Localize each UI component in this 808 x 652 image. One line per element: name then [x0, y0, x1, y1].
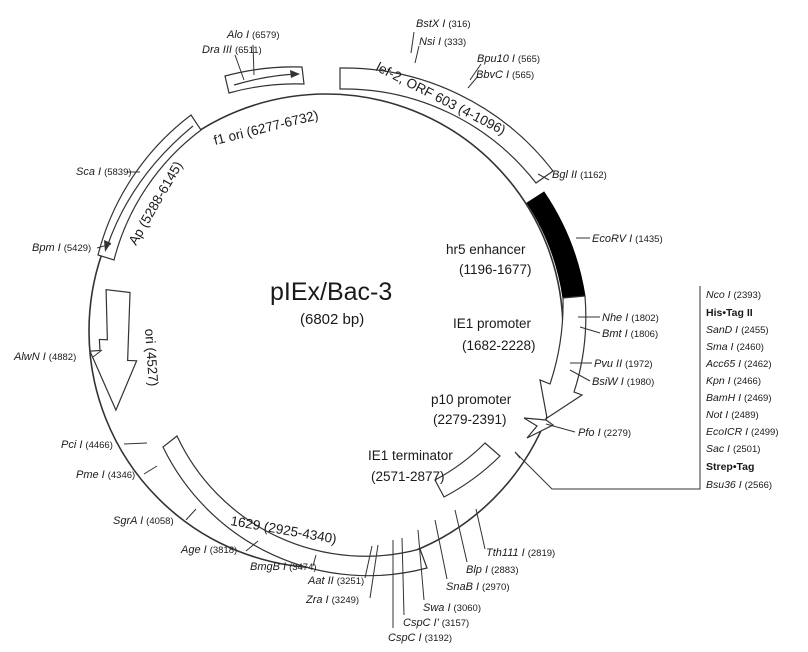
mcs-bracket-stub: [514, 451, 521, 459]
plasmid-size: (6802 bp): [300, 311, 364, 328]
mcs-ecoicr: EcoICR I(2499): [706, 426, 778, 438]
site-pme: Pme I(4346): [76, 469, 135, 481]
ap-box: [97, 114, 202, 261]
mcs-sand: SanD I(2455): [706, 324, 769, 336]
ie1t-range-label: (2571-2877): [371, 469, 445, 484]
site-age: Age I(3818): [180, 544, 237, 556]
site-snab: SnaB I(2970): [446, 581, 510, 593]
site-labels: BstX I(316) Nsi I(333) Bpu10 I(565) BbvC…: [13, 18, 663, 644]
site-pfo: Pfo I(2279): [578, 427, 631, 439]
f1-ori-box: [224, 66, 305, 94]
p10-name-label: p10 promoter: [431, 392, 512, 407]
site-bmt: Bmt I(1806): [602, 328, 658, 340]
mcs-streptag: Strep•Tag: [706, 461, 754, 473]
site-aatii: Aat II(3251): [307, 575, 364, 587]
site-sgra: SgrA I(4058): [113, 515, 174, 527]
site-sca: Sca I(5839): [76, 166, 132, 178]
p10-promoter-arrow: [523, 417, 555, 439]
orf1629-box: [162, 435, 428, 577]
mcs-not: Not I(2489): [706, 409, 759, 421]
mcs-list: Nco I(2393) His•Tag II SanD I(2455) Sma …: [705, 289, 778, 491]
lef2-orf603-box: [339, 67, 554, 184]
ie1t-name-label: IE1 terminator: [368, 448, 453, 463]
site-blp: Blp I(2883): [466, 564, 518, 576]
site-bmgb: BmgB I(3474): [250, 561, 317, 573]
site-bbvc: BbvC I(565): [476, 69, 534, 81]
ori-arrow: [89, 288, 138, 412]
site-bglii: Bgl II(1162): [552, 169, 607, 181]
ie1p-range-label: (1682-2228): [462, 338, 536, 353]
hr5-enhancer-block: [526, 191, 586, 299]
mcs-bamh: BamH I(2469): [706, 392, 771, 404]
site-tick-lines: [92, 31, 601, 628]
ie1-promoter-arrow: [539, 295, 587, 419]
site-bstx: BstX I(316): [416, 18, 471, 30]
site-bsiw: BsiW I(1980): [592, 376, 654, 388]
mcs-histag: His•Tag II: [706, 307, 753, 319]
site-zra: Zra I(3249): [305, 594, 359, 606]
mcs-acc65: Acc65 I(2462): [705, 358, 772, 370]
site-bpm: Bpm I(5429): [32, 242, 91, 254]
ap-arrow: [106, 125, 194, 248]
mcs-kpn: Kpn I(2466): [706, 375, 761, 387]
mcs-sma: Sma I(2460): [706, 341, 764, 353]
ori-label: ori (4527): [142, 328, 161, 387]
site-bpu10: Bpu10 I(565): [477, 53, 540, 65]
ie1p-name-label: IE1 promoter: [453, 316, 532, 331]
site-cspc: CspC I(3192): [388, 632, 452, 644]
mcs-bracket: [514, 286, 701, 490]
site-draiii: Dra III(6511): [202, 44, 262, 56]
ap-arrowhead: [104, 240, 111, 252]
hr5-range-label: (1196-1677): [459, 262, 532, 277]
site-nhe: Nhe I(1802): [602, 312, 659, 324]
site-pci: Pci I(4466): [61, 439, 113, 451]
ie1-terminator-box: [434, 442, 501, 498]
site-tth111: Tth111 I(2819): [486, 547, 555, 559]
site-nsi: Nsi I(333): [419, 36, 466, 48]
mcs-sac: Sac I(2501): [706, 443, 760, 455]
site-alwn: AlwN I(4882): [13, 351, 76, 363]
hr5-name-label: hr5 enhancer: [446, 242, 526, 257]
f1-ori-arrowhead: [290, 70, 300, 78]
mcs-bsu36: Bsu36 I(2566): [706, 479, 772, 491]
f1-ori-label: f1 ori (6277-6732): [212, 107, 320, 148]
mcs-nco: Nco I(2393): [706, 289, 761, 301]
site-pvuii: Pvu II(1972): [594, 358, 653, 370]
site-alo: Alo I(6579): [226, 29, 279, 41]
plasmid-name: pIEx/Bac-3: [270, 278, 392, 306]
p10-range-label: (2279-2391): [433, 412, 507, 427]
site-swa: Swa I(3060): [423, 602, 481, 614]
site-ecorv: EcoRV I(1435): [592, 233, 663, 245]
site-cspc-prime: CspC I'(3157): [403, 617, 469, 629]
